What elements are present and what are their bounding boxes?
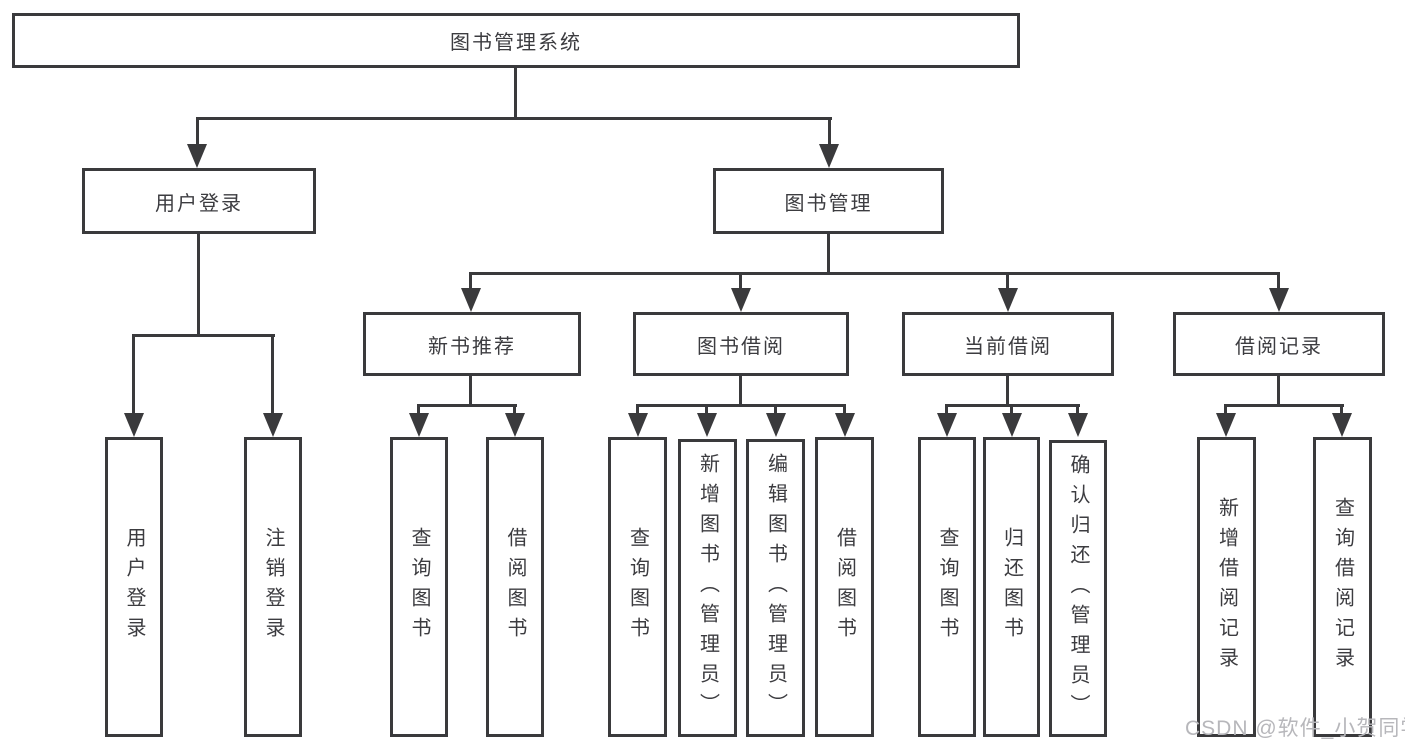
node-new-book-recommendation: 新书推荐 — [363, 312, 581, 376]
node-add-borrow-record: 新增借阅记录 — [1197, 437, 1256, 737]
connector-drop — [1076, 404, 1079, 416]
node-label: 归还图书 — [1000, 527, 1023, 647]
node-label: 图书管理系统 — [450, 32, 582, 54]
connector-drop — [945, 404, 948, 416]
node-label: 图书借阅 — [697, 335, 785, 358]
node-borrow-books-recommend: 借阅图书 — [486, 437, 544, 737]
node-confirm-return-admin: 确认归还（管理员） — [1049, 440, 1107, 737]
node-query-borrow-record: 查询借阅记录 — [1313, 437, 1372, 737]
node-borrowing-records: 借阅记录 — [1173, 312, 1385, 376]
node-book-borrowing: 图书借阅 — [633, 312, 849, 376]
node-label: 借阅图书 — [504, 527, 526, 647]
connector-stem — [1277, 376, 1280, 407]
connector-drop — [1010, 404, 1013, 416]
connector-rail — [470, 272, 1280, 275]
arrowhead-down-icon — [1269, 288, 1289, 312]
arrowhead-down-icon — [1332, 413, 1352, 437]
node-label: 用户登录 — [155, 192, 243, 215]
connector-rail — [417, 404, 517, 407]
node-add-book-admin: 新增图书（管理员） — [678, 439, 737, 737]
connector-drop — [636, 404, 639, 416]
connector-rail — [196, 117, 832, 120]
node-current-borrowing: 当前借阅 — [902, 312, 1114, 376]
connector-stem — [739, 376, 742, 407]
connector-drop — [417, 404, 420, 416]
arrowhead-down-icon — [1216, 413, 1236, 437]
node-label: 借阅记录 — [1235, 335, 1323, 358]
node-label: 查询图书 — [936, 527, 958, 647]
node-query-books-borrow: 查询图书 — [608, 437, 667, 737]
connector-stem — [197, 234, 200, 337]
node-edit-book-admin: 编辑图书（管理员） — [746, 439, 805, 737]
arrowhead-down-icon — [187, 144, 207, 168]
node-borrow-books-borrow: 借阅图书 — [815, 437, 874, 737]
connector-drop — [132, 334, 135, 415]
arrowhead-down-icon — [628, 413, 648, 437]
node-label: 当前借阅 — [964, 335, 1052, 358]
connector-stem — [469, 376, 472, 407]
node-query-books-recommend: 查询图书 — [390, 437, 448, 737]
connector-drop — [1277, 272, 1280, 291]
arrowhead-down-icon — [766, 413, 786, 437]
connector-drop — [196, 117, 199, 147]
arrowhead-down-icon — [819, 144, 839, 168]
connector-rail — [1225, 404, 1344, 407]
node-user-login: 用户登录 — [82, 168, 316, 234]
connector-rail — [132, 334, 275, 337]
connector-drop — [843, 404, 846, 416]
arrowhead-down-icon — [505, 413, 525, 437]
arrowhead-down-icon — [461, 288, 481, 312]
connector-drop — [1006, 272, 1009, 291]
connector-drop — [1340, 404, 1343, 416]
node-label: 借阅图书 — [833, 527, 856, 647]
arrowhead-down-icon — [998, 288, 1018, 312]
arrowhead-down-icon — [697, 413, 717, 437]
connector-drop — [705, 404, 708, 416]
node-label: 新增借阅记录 — [1215, 497, 1238, 677]
arrowhead-down-icon — [937, 413, 957, 437]
node-label: 注销登录 — [262, 527, 284, 647]
node-label: 查询图书 — [626, 527, 649, 647]
connector-drop — [469, 272, 472, 291]
node-return-books: 归还图书 — [983, 437, 1040, 737]
arrowhead-down-icon — [263, 413, 283, 437]
connector-stem — [514, 68, 517, 119]
arrowhead-down-icon — [731, 288, 751, 312]
node-label: 新书推荐 — [428, 335, 516, 358]
node-book-management: 图书管理 — [713, 168, 944, 234]
node-label: 查询图书 — [408, 527, 430, 647]
connector-drop — [739, 272, 742, 291]
node-label: 用户登录 — [123, 527, 145, 647]
node-leaf-logout: 注销登录 — [244, 437, 302, 737]
connector-drop — [774, 404, 777, 416]
arrowhead-down-icon — [1002, 413, 1022, 437]
node-label: 确认归还（管理员） — [1067, 453, 1089, 724]
connector-stem — [1006, 376, 1009, 407]
arrowhead-down-icon — [835, 413, 855, 437]
node-leaf-user-login: 用户登录 — [105, 437, 163, 737]
node-label: 图书管理 — [784, 192, 873, 215]
connector-drop — [513, 404, 516, 416]
connector-drop — [828, 117, 831, 147]
node-label: 编辑图书（管理员） — [764, 453, 787, 723]
arrowhead-down-icon — [409, 413, 429, 437]
connector-drop — [1224, 404, 1227, 416]
node-library-system: 图书管理系统 — [12, 13, 1020, 68]
node-label: 新增图书（管理员） — [696, 453, 719, 723]
connector-drop — [271, 334, 274, 415]
arrowhead-down-icon — [124, 413, 144, 437]
connector-rail — [636, 404, 846, 407]
csdn-watermark: CSDN @软件_小贺同学 — [1185, 717, 1405, 740]
connector-stem — [827, 234, 830, 275]
node-query-books-current: 查询图书 — [918, 437, 976, 737]
arrowhead-down-icon — [1068, 413, 1088, 437]
node-label: 查询借阅记录 — [1331, 497, 1354, 677]
